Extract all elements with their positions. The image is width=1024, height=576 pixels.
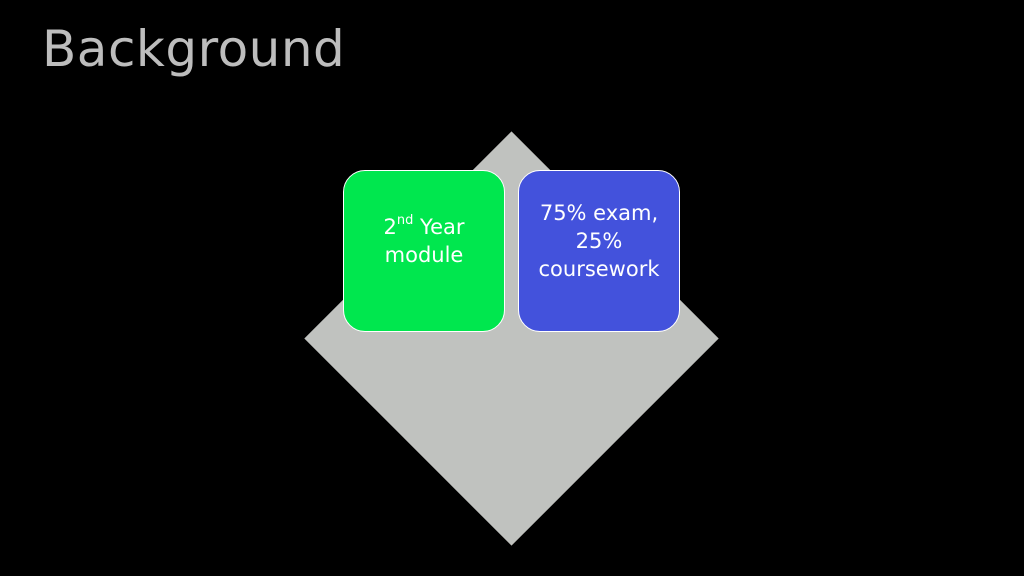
second-year-module-box: 2nd Year module xyxy=(343,170,505,332)
second-year-module-text: 2nd Year module xyxy=(383,213,464,269)
assessment-split-box: 75% exam, 25% coursework xyxy=(518,170,680,332)
coursework-label-line: coursework xyxy=(538,257,660,281)
coursework-percent-line: 25% xyxy=(575,229,623,253)
exam-weight-line: 75% exam, xyxy=(539,201,659,225)
second-year-line: 2nd Year xyxy=(383,213,464,241)
year-ordinal-suffix: nd xyxy=(396,213,414,228)
year-word: Year xyxy=(413,215,465,239)
slide-title: Background xyxy=(42,20,346,78)
year-number: 2 xyxy=(383,215,397,239)
module-line: module xyxy=(384,243,464,267)
